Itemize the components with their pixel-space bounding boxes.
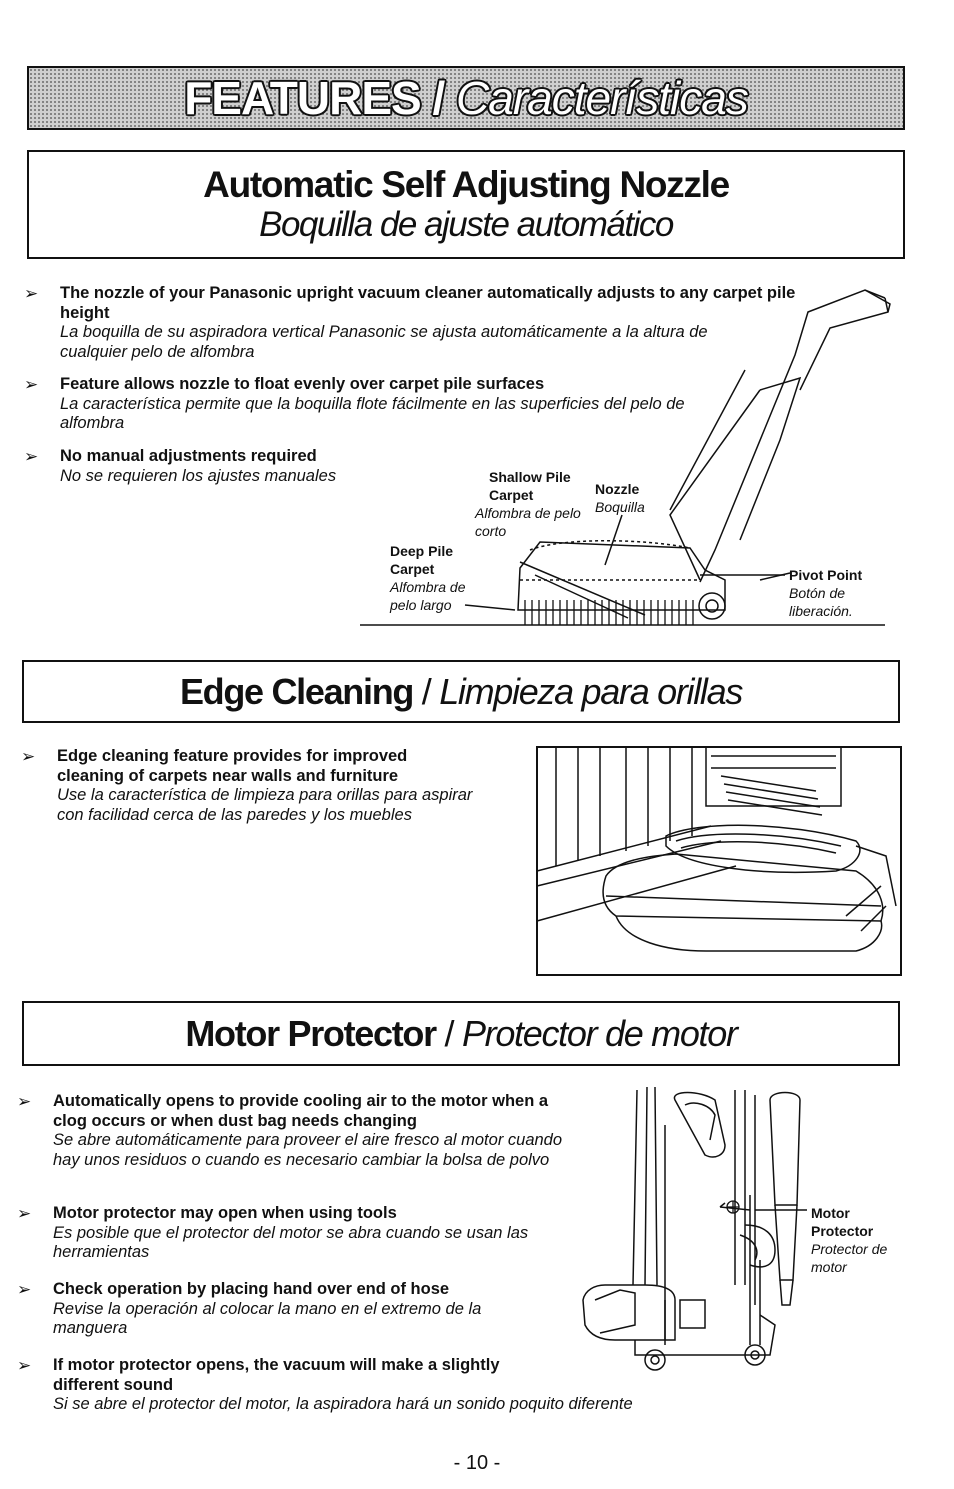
- arrow-bullet-icon: ➢: [17, 1092, 32, 1111]
- edge-title: Edge Cleaning / Limpieza para orillas: [179, 670, 743, 712]
- label-text-es: Alfombra de pelo corto: [475, 505, 581, 539]
- bullet-en: If motor protector opens, the vacuum wil…: [53, 1356, 500, 1394]
- bullet-en: Check operation by placing hand over end…: [53, 1280, 450, 1298]
- bullet-en: Edge cleaning feature provides for impro…: [57, 747, 408, 785]
- label-text-es: Protector de motor: [811, 1241, 888, 1275]
- arrow-bullet-icon: ➢: [17, 1204, 32, 1223]
- bullet-es: Use la característica de limpieza para o…: [57, 786, 473, 824]
- bullet-es: No se requieren los ajustes manuales: [60, 466, 337, 485]
- label-text-es: Alfombra de pelo largo: [390, 579, 466, 613]
- label-text-es: Botón de liberación.: [789, 585, 853, 619]
- bullet-en: The nozzle of your Panasonic upright vac…: [60, 284, 796, 322]
- motor-bullet-1: ➢ Automatically opens to provide cooling…: [17, 1092, 593, 1170]
- motor-bullet-4: ➢ If motor protector opens, the vacuum w…: [17, 1356, 773, 1415]
- arrow-bullet-icon: ➢: [24, 447, 39, 466]
- bullet-en: Automatically opens to provide cooling a…: [53, 1092, 549, 1130]
- label-text-en: Shallow Pile Carpet: [489, 469, 571, 503]
- motor-title: Motor Protector / Protector de motor: [185, 1012, 738, 1054]
- edge-bullet-1: ➢ Edge cleaning feature provides for imp…: [21, 747, 497, 825]
- page-number: - 10 -: [453, 1452, 501, 1474]
- edge-separator: /: [413, 670, 440, 712]
- bullet-es: Revise la operación al colocar la mano e…: [53, 1299, 482, 1338]
- bullet-es: Si se abre el protector del motor, la as…: [53, 1395, 633, 1413]
- motor-bullet-2: ➢ Motor protector may open when using to…: [17, 1204, 598, 1263]
- bullet-es: Se abre automáticamente para proveer el …: [53, 1131, 563, 1169]
- label-shallow-pile: Shallow Pile Carpet Alfombra de pelo cor…: [475, 468, 585, 540]
- arrow-bullet-icon: ➢: [17, 1280, 32, 1299]
- label-deep-pile: Deep Pile Carpet Alfombra de pelo largo: [390, 542, 490, 614]
- edge-cleaning-illustration: [536, 746, 902, 976]
- banner-title-en: FEATURES: [184, 72, 421, 124]
- label-nozzle: Nozzle Boquilla: [595, 480, 675, 516]
- label-text-en: Pivot Point: [789, 567, 863, 583]
- arrow-bullet-icon: ➢: [17, 1356, 32, 1375]
- motor-section-header: Motor Protector / Protector de motor: [22, 1001, 900, 1066]
- motor-title-es: Protector de motor: [461, 1012, 738, 1054]
- nozzle-bullet-3: ➢ No manual adjustments required No se r…: [24, 447, 440, 486]
- nozzle-diagram: [360, 289, 891, 626]
- features-banner: FEATURES / Características: [27, 66, 905, 130]
- label-text-en: Motor Protector: [811, 1205, 874, 1239]
- bullet-en: Motor protector may open when using tool…: [53, 1204, 397, 1222]
- bullet-es: La boquilla de su aspiradora vertical Pa…: [60, 323, 708, 361]
- motor-bullet-3: ➢ Check operation by placing hand over e…: [17, 1280, 553, 1339]
- nozzle-title: Automatic Self Adjusting Nozzle: [203, 163, 730, 205]
- bullet-en: Feature allows nozzle to float evenly ov…: [60, 375, 545, 393]
- nozzle-subtitle: Boquilla de ajuste automático: [259, 204, 674, 244]
- motor-title-en: Motor Protector: [185, 1012, 437, 1054]
- bullet-en: No manual adjustments required: [60, 447, 317, 465]
- nozzle-bullet-1: ➢ The nozzle of your Panasonic upright v…: [24, 284, 800, 362]
- edge-title-en: Edge Cleaning: [179, 670, 414, 712]
- arrow-bullet-icon: ➢: [24, 284, 39, 303]
- bullet-es: Es posible que el protector del motor se…: [53, 1223, 529, 1262]
- edge-title-es: Limpieza para orillas: [439, 670, 743, 712]
- label-text-en: Nozzle: [595, 481, 640, 497]
- arrow-bullet-icon: ➢: [24, 375, 39, 394]
- banner-title: FEATURES / Características: [184, 71, 749, 125]
- nozzle-section-header: Automatic Self Adjusting Nozzle Boquilla…: [27, 150, 905, 259]
- banner-title-es: Características: [456, 72, 749, 124]
- bullet-es: La característica permite que la boquill…: [60, 394, 685, 433]
- label-text-es: Boquilla: [595, 499, 645, 515]
- label-text-en: Deep Pile Carpet: [390, 543, 454, 577]
- edge-section-header: Edge Cleaning / Limpieza para orillas: [22, 660, 900, 723]
- arrow-bullet-icon: ➢: [21, 747, 36, 766]
- label-pivot-point: Pivot Point Botón de liberación.: [789, 566, 889, 620]
- banner-separator: /: [420, 72, 457, 124]
- nozzle-bullet-2: ➢ Feature allows nozzle to float evenly …: [24, 375, 720, 434]
- motor-protector-illustration: [582, 1086, 807, 1371]
- motor-separator: /: [435, 1012, 462, 1054]
- label-motor-protector: Motor Protector Protector de motor: [811, 1204, 911, 1276]
